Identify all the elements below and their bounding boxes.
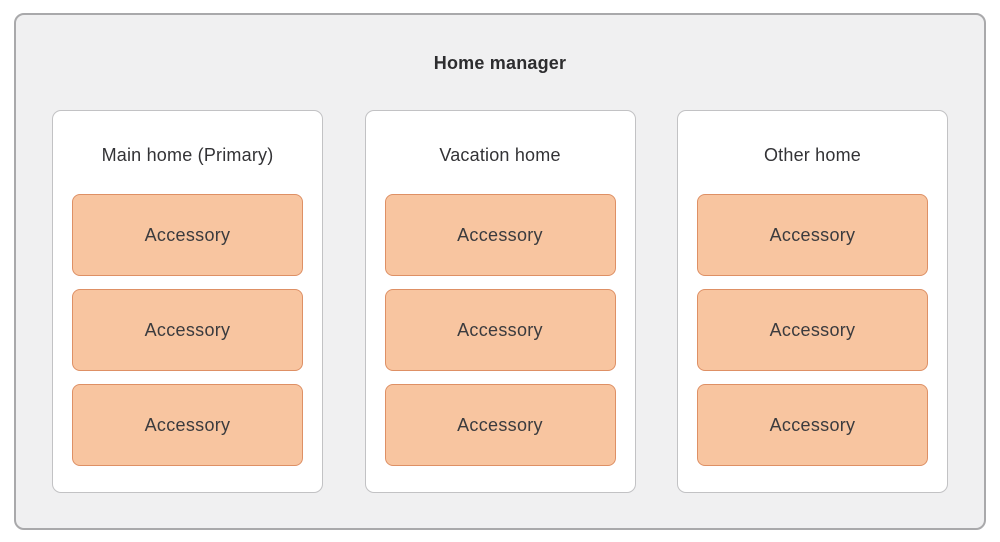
accessory-box: Accessory — [72, 384, 303, 466]
accessory-box: Accessory — [697, 289, 928, 371]
homes-row: Main home (Primary) Accessory Accessory … — [52, 110, 948, 493]
accessory-box: Accessory — [72, 289, 303, 371]
accessory-box: Accessory — [384, 384, 616, 466]
home-title-vacation: Vacation home — [439, 145, 561, 165]
home-card-main: Main home (Primary) Accessory Accessory … — [52, 110, 323, 493]
accessory-box: Accessory — [697, 384, 928, 466]
home-card-other: Other home Accessory Accessory Accessory — [677, 110, 948, 493]
home-card-vacation: Vacation home Accessory Accessory Access… — [364, 110, 636, 493]
diagram-title: Home manager — [433, 53, 567, 73]
accessory-box: Accessory — [384, 194, 616, 276]
home-manager-container: Home manager Main home (Primary) Accesso… — [14, 13, 986, 530]
accessory-box: Accessory — [384, 289, 616, 371]
home-title-main: Main home (Primary) — [101, 145, 274, 165]
home-title-other: Other home — [763, 145, 862, 165]
accessory-box: Accessory — [72, 194, 303, 276]
accessory-box: Accessory — [697, 194, 928, 276]
